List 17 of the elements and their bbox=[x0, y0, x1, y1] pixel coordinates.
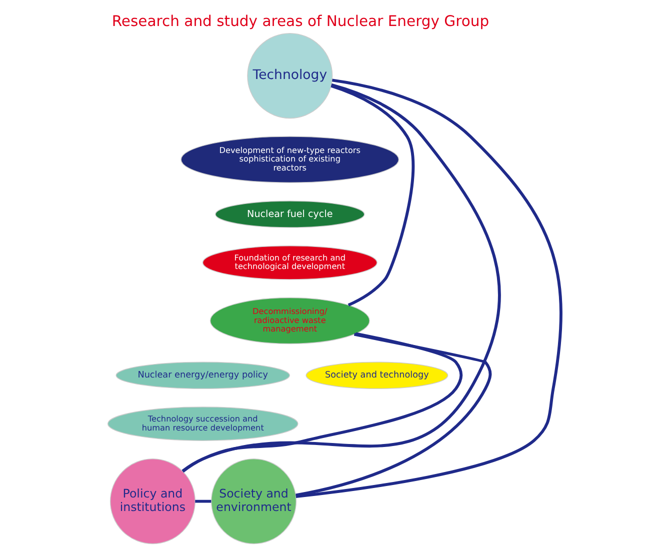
node-ellipse: Foundation of research and technological development bbox=[202, 246, 377, 280]
connector bbox=[194, 500, 211, 503]
connector bbox=[330, 84, 414, 306]
connector bbox=[181, 83, 500, 472]
node-ellipse: Nuclear fuel cycle bbox=[214, 200, 364, 228]
diagram-title: Research and study areas of Nuclear Energy Group bbox=[111, 13, 489, 30]
node-circle: Policy and institutions bbox=[109, 458, 195, 544]
node-circle: Society and environment bbox=[210, 458, 296, 544]
connector bbox=[181, 332, 462, 473]
node-ellipse: Decommissioning/ radioactive waste management bbox=[209, 297, 370, 344]
connector bbox=[295, 78, 562, 498]
node-ellipse: Development of new-type reactors sophistication of existing reactors bbox=[180, 136, 399, 183]
node-circle: Technology bbox=[246, 33, 332, 119]
node-ellipse: Technology succession and human resource development bbox=[106, 406, 298, 441]
node-ellipse: Society and technology bbox=[305, 362, 448, 390]
connector bbox=[295, 332, 492, 497]
node-ellipse: Nuclear energy/energy policy bbox=[115, 362, 290, 390]
